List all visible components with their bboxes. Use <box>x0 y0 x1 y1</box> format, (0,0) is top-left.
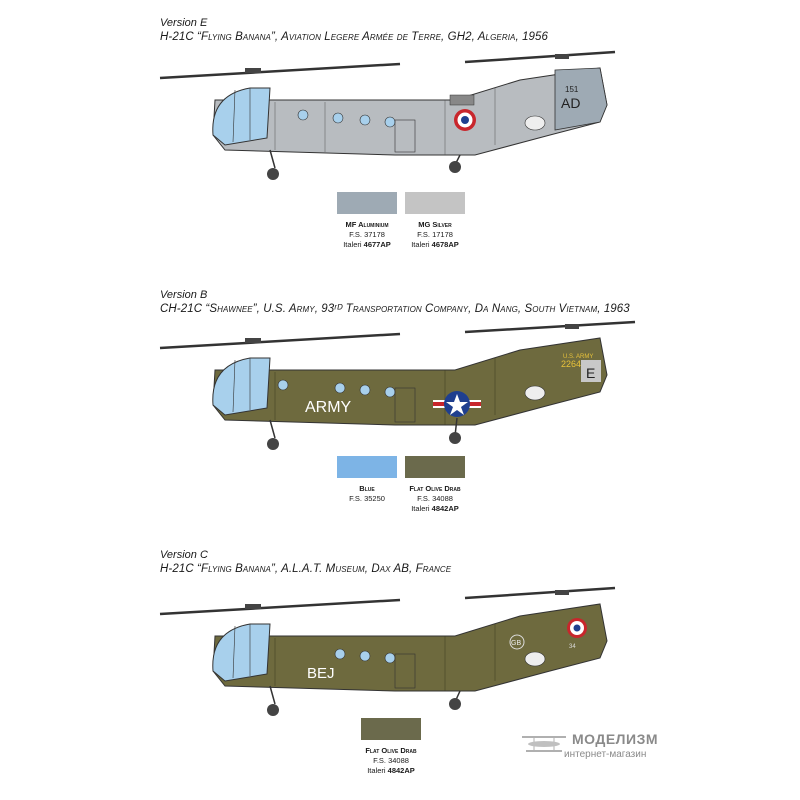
helicopter-illustration-e: 151 AD <box>159 50 616 180</box>
paint-swatch: MF Aluminium F.S. 37178 Italeri 4677AP <box>322 192 412 250</box>
paint-swatch: Blue F.S. 35250 <box>322 456 412 504</box>
tail-code: E <box>586 365 595 381</box>
swatch-fs: F.S. 34088 <box>373 756 409 765</box>
swatch-name: MF Aluminium <box>345 220 389 229</box>
swatch-fs: F.S. 37178 <box>349 230 385 239</box>
watermark-subtitle: интернет-магазин <box>564 749 647 760</box>
color-chip <box>337 456 397 478</box>
color-chip <box>405 192 465 214</box>
paint-swatch: Flat Olive Drab F.S. 34088 Italeri 4842A… <box>346 718 436 776</box>
version-label: Version B <box>160 289 208 301</box>
swatch-name: MG Silver <box>418 220 452 229</box>
version-c-header: Version C H-21C “Flying Banana”, A.L.A.T… <box>160 548 451 577</box>
paint-swatch: Flat Olive Drab F.S. 34088 Italeri 4842A… <box>390 456 480 514</box>
swatch-code: Italeri 4842AP <box>411 504 459 513</box>
shop-watermark: МОДЕЛИЗМ интернет-магазин <box>520 727 680 767</box>
swatch-name: Blue <box>359 484 375 493</box>
swatch-code: Italeri 4678AP <box>411 240 459 249</box>
color-chip <box>361 718 421 740</box>
helicopter-illustration-b: ARMY U.S. ARMY 22642 E <box>159 320 636 450</box>
watermark-title: МОДЕЛИЗМ <box>572 731 658 747</box>
helicopter-illustration-c: BEJ GB 34 <box>159 586 616 716</box>
tail-code: AD <box>561 95 580 111</box>
swatch-name: Flat Olive Drab <box>365 746 417 755</box>
swatch-fs: F.S. 17178 <box>417 230 453 239</box>
fuselage-text: ARMY <box>305 399 352 416</box>
paint-swatch: MG Silver F.S. 17178 Italeri 4678AP <box>390 192 480 250</box>
version-label: Version E <box>160 17 208 29</box>
tail-number: 151 <box>565 85 579 94</box>
color-chip <box>405 456 465 478</box>
version-title: CH-21C “Shawnee”, U.S. Army, 93ʳᴰ Transp… <box>160 303 630 315</box>
version-title: H-21C “Flying Banana”, A.L.A.T. Museum, … <box>160 563 452 575</box>
version-e-header: Version E H-21C “Flying Banana”, Aviatio… <box>160 16 548 45</box>
swatch-name: Flat Olive Drab <box>409 484 461 493</box>
version-label: Version C <box>160 549 208 561</box>
swatch-fs: F.S. 35250 <box>349 494 385 503</box>
version-title: H-21C “Flying Banana”, Aviation Legere A… <box>160 31 549 43</box>
tail-text-2: 22642 <box>561 359 586 369</box>
tail-number: 34 <box>569 644 576 650</box>
biplane-logo-icon <box>522 736 566 752</box>
tail-code: GB <box>511 640 521 647</box>
tail-text-1: U.S. ARMY <box>563 354 593 360</box>
version-b-header: Version B CH-21C “Shawnee”, U.S. Army, 9… <box>160 288 630 317</box>
swatch-fs: F.S. 34088 <box>417 494 453 503</box>
swatch-code: Italeri 4842AP <box>367 766 415 775</box>
color-chip <box>337 192 397 214</box>
fuselage-text: BEJ <box>307 665 335 682</box>
swatch-code: Italeri 4677AP <box>343 240 391 249</box>
